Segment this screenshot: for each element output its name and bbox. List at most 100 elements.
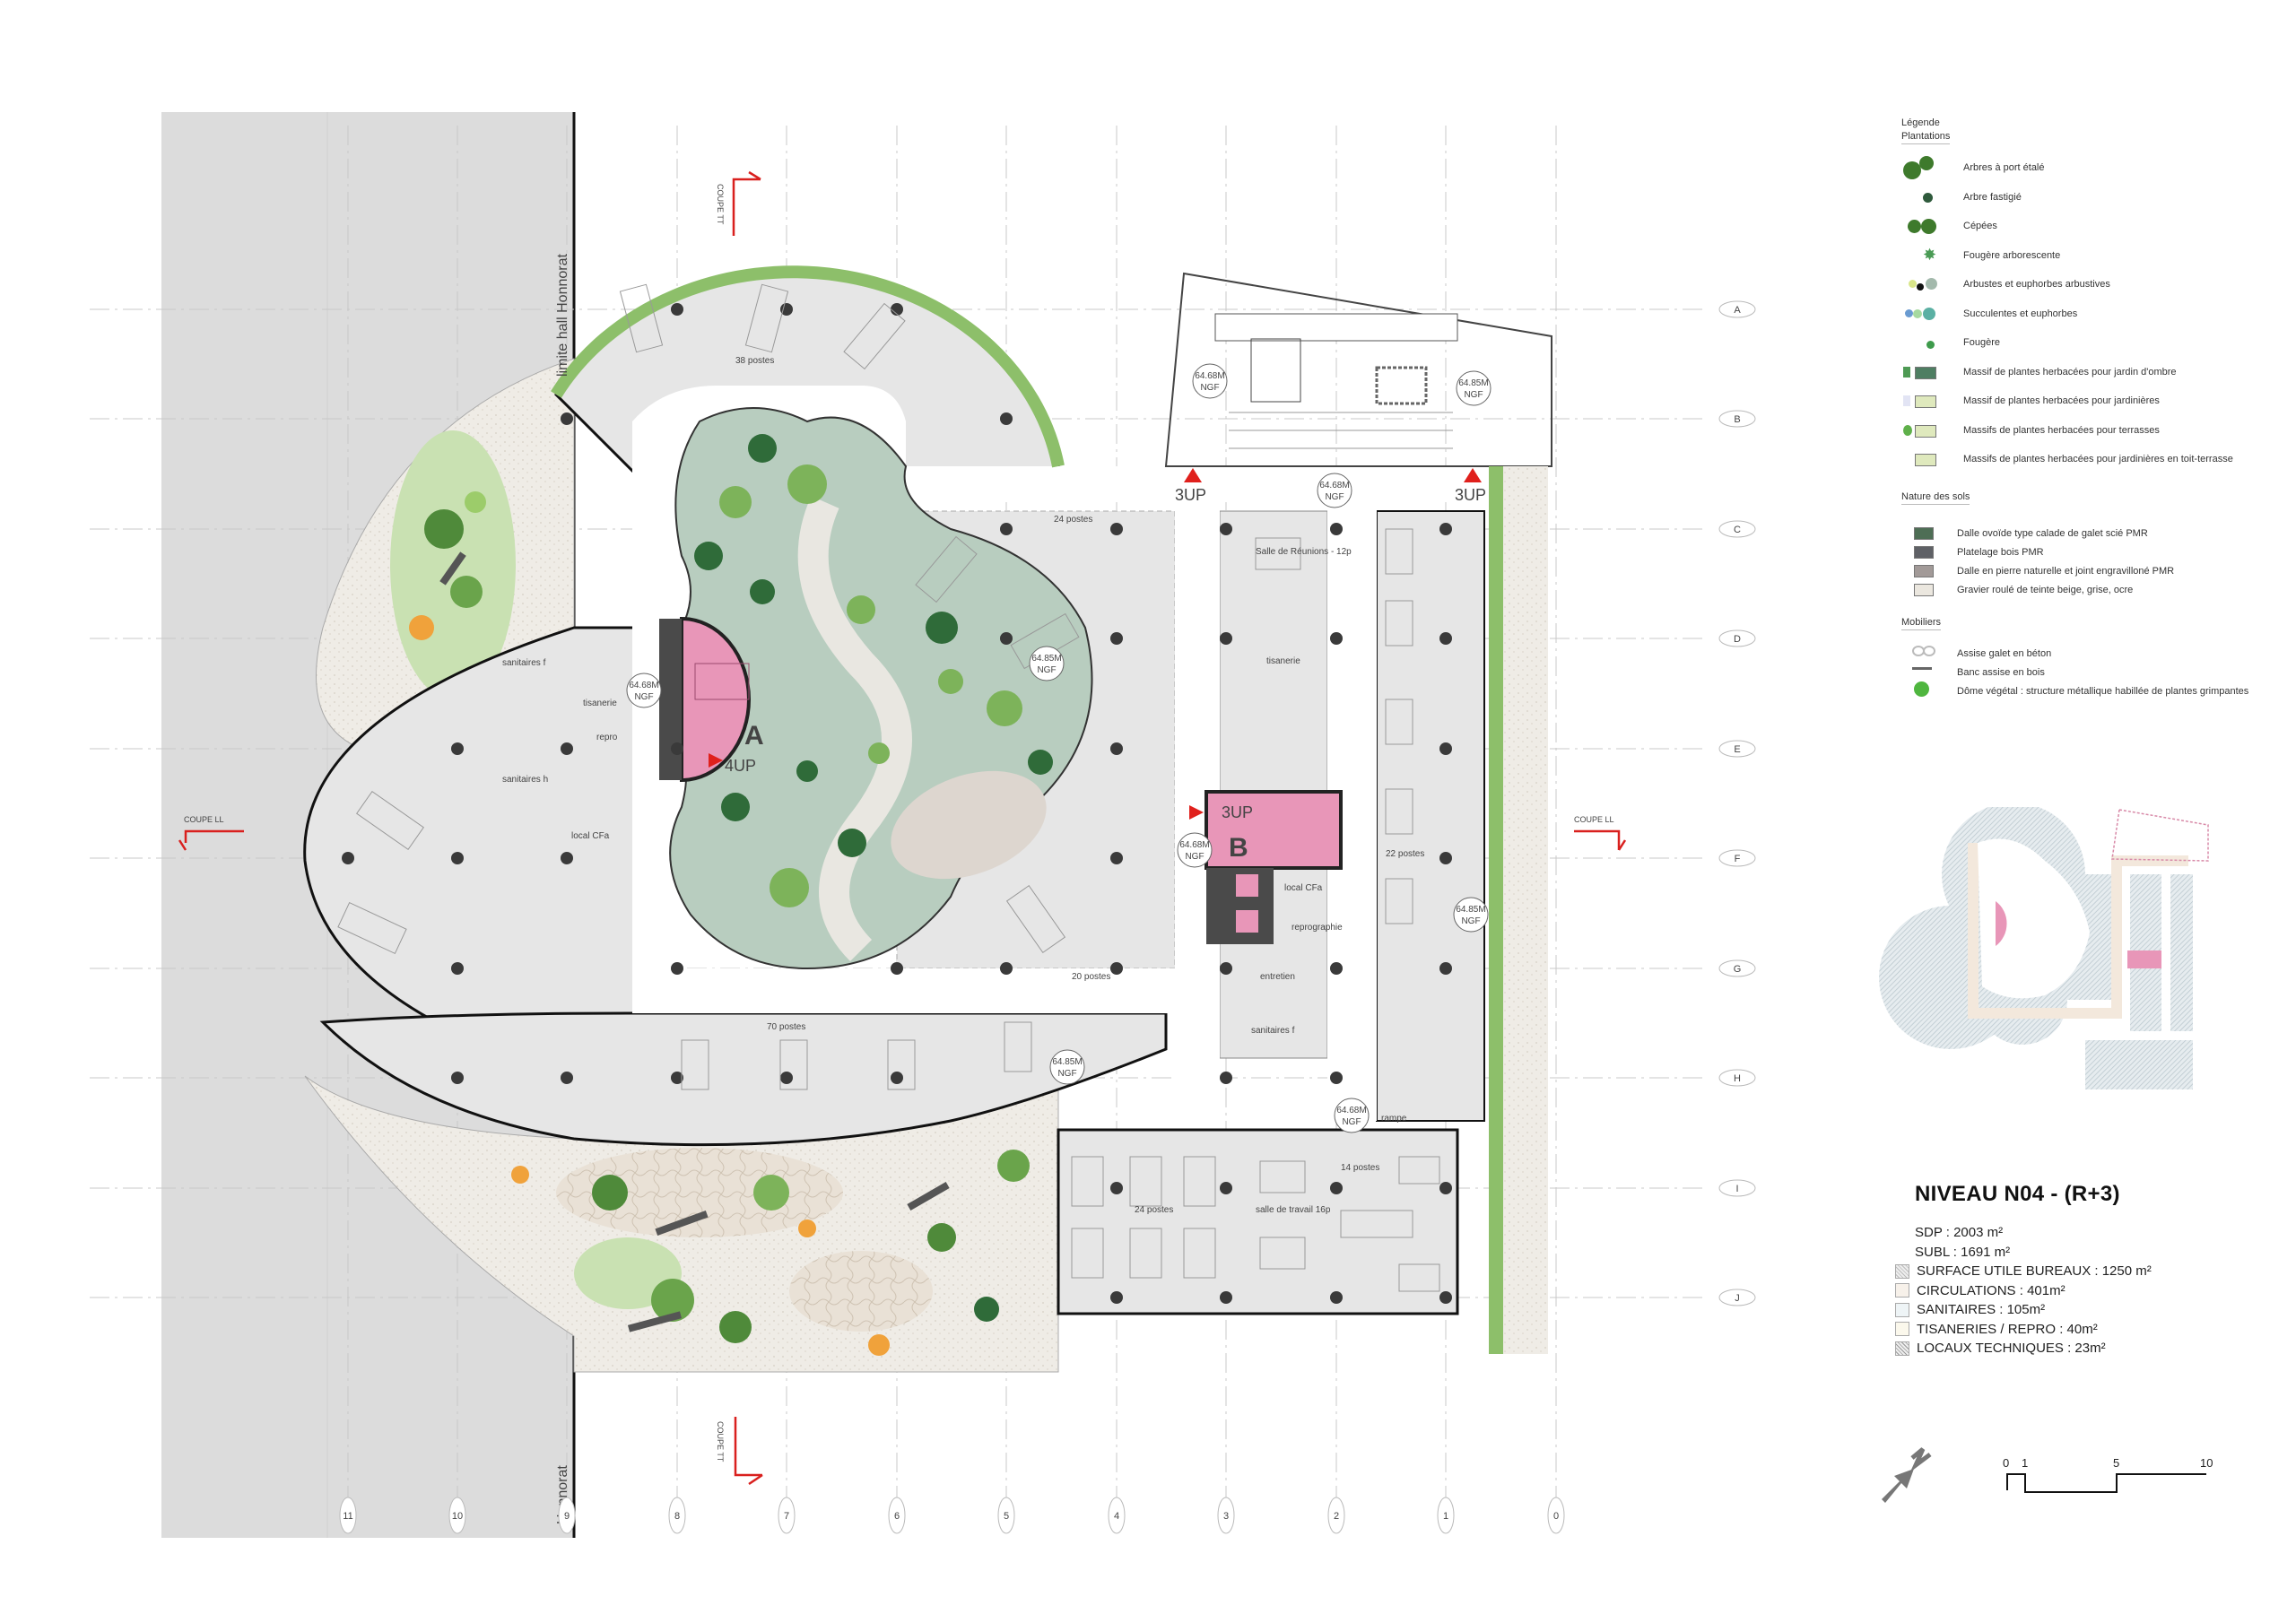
svg-text:0: 0 [1553, 1511, 1559, 1522]
legend-item: Arbre fastigié [1901, 183, 2296, 213]
shade-bed-icon [1903, 362, 1952, 382]
circulation-area-swatch [1895, 1283, 1909, 1298]
svg-text:D: D [1734, 634, 1741, 645]
grid-row-bubble: A [1718, 300, 1756, 318]
svg-text:64.68M: 64.68M [1195, 371, 1224, 381]
room-70-postes: 70 postes [767, 1022, 805, 1032]
area-row: CIRCULATIONS : 401m² [1895, 1281, 2292, 1301]
grid-col-bubble: 0 [1547, 1497, 1565, 1534]
svg-text:3UP: 3UP [1175, 486, 1206, 504]
svg-text:10: 10 [452, 1511, 463, 1522]
room-repro: repro [596, 733, 618, 742]
room-20-postes: 20 postes [1072, 972, 1110, 982]
svg-text:64.85M: 64.85M [1458, 378, 1488, 388]
area-row: LOCAUX TECHNIQUES : 23m² [1895, 1339, 2292, 1358]
svg-text:3UP: 3UP [1455, 486, 1486, 504]
svg-text:64.85M: 64.85M [1456, 905, 1485, 915]
level-tag-stair-a: 64.68M NGF [626, 673, 662, 708]
office-area-swatch [1895, 1263, 1909, 1279]
soils-section: Nature des sols Dalle ovoïde type calade… [1901, 490, 2296, 600]
green-dome-icon [1912, 681, 1932, 701]
svg-text:E: E [1734, 744, 1740, 755]
coupe-ll-right: COUPE LL [1574, 815, 1614, 824]
level-title: NIVEAU N04 - (R+3) [1915, 1182, 2120, 1206]
svg-text:6: 6 [894, 1511, 900, 1522]
grid-col-bubble: 5 [997, 1497, 1015, 1534]
fastigiate-tree-icon [1903, 187, 1952, 207]
svg-text:G: G [1734, 964, 1742, 975]
svg-text:3UP: 3UP [1222, 803, 1253, 821]
room-14-postes: 14 postes [1341, 1163, 1379, 1173]
up-marker-north-1: 3UP [1175, 468, 1206, 504]
kitchenette-area-swatch [1895, 1322, 1909, 1337]
svg-text:1: 1 [1443, 1511, 1448, 1522]
grid-col-bubble: 4 [1108, 1497, 1126, 1534]
level-tag: 64.85M NGF [1456, 370, 1492, 406]
legend-item: Massif de plantes herbacées pour jardini… [1901, 386, 2296, 416]
legend-mobiliers-title: Mobiliers [1901, 616, 1942, 630]
svg-text:NGF: NGF [1037, 665, 1056, 675]
room-salle-travail: salle de travail 16p [1256, 1205, 1331, 1215]
svg-text:3: 3 [1223, 1511, 1229, 1522]
svg-text:NGF: NGF [1342, 1117, 1361, 1127]
svg-text:I: I [1735, 1184, 1738, 1194]
room-salle-reunions: Salle de Réunions - 12p [1256, 547, 1352, 557]
street-label-top: limite hall Honnorat [555, 253, 570, 377]
legend-title: Légende [1901, 117, 1940, 128]
svg-text:5: 5 [1004, 1511, 1009, 1522]
legend-item: Assise galet en béton [1901, 645, 2296, 664]
svg-text:64.68M: 64.68M [1179, 840, 1209, 850]
grid-row-bubble: H [1718, 1069, 1756, 1087]
section-cut-markers [178, 170, 1627, 1486]
rampe-south: rampe [1381, 1114, 1407, 1124]
svg-text:4UP: 4UP [725, 757, 756, 775]
svg-text:NGF: NGF [634, 692, 653, 702]
legend-item: Gravier roulé de teinte beige, grise, oc… [1901, 581, 2296, 600]
room-sanitaires-f-west: sanitaires f [502, 658, 546, 668]
legend-item: Succulentes et euphorbes [1901, 299, 2296, 329]
north-arrow-icon [1882, 1447, 1932, 1503]
tree-fern-icon: ✸ [1923, 245, 1937, 264]
room-entretien: entretien [1260, 972, 1295, 982]
pebble-seat-icon [1912, 644, 1935, 664]
stair-core-b: B 3UP [1189, 790, 1343, 944]
svg-text:64.85M: 64.85M [1031, 654, 1061, 664]
svg-text:F: F [1735, 854, 1741, 864]
grid-row-bubble: I [1718, 1179, 1756, 1197]
coupe-tt-bottom: COUPE TT [716, 1421, 725, 1462]
legend-panel: Légende Plantations Arbres à port étalé … [1901, 117, 2296, 701]
area-row: TISANERIES / REPRO : 40m² [1895, 1320, 2292, 1340]
grid-row-bubble: D [1718, 629, 1756, 647]
shrub-icon [1903, 274, 1952, 294]
scale-tick: 0 [2003, 1456, 2010, 1470]
scale-tick: 10 [2200, 1456, 2213, 1470]
svg-text:64.68M: 64.68M [629, 681, 658, 690]
legend-item: Fougère [1901, 328, 2296, 358]
grid-row-bubble: E [1718, 740, 1756, 758]
svg-text:B: B [1229, 833, 1248, 863]
svg-text:11: 11 [343, 1511, 352, 1522]
svg-text:NGF: NGF [1464, 390, 1483, 400]
up-marker-north-2: 3UP [1455, 468, 1486, 504]
grid-col-bubble: 7 [778, 1497, 796, 1534]
central-patio [663, 407, 1093, 970]
coupe-ll-left: COUPE LL [184, 815, 224, 824]
legend-item: Platelage bois PMR [1901, 543, 2296, 562]
structural-columns [342, 303, 1452, 1304]
planter-bed-icon [1903, 391, 1952, 411]
multi-stem-tree-icon [1903, 216, 1952, 236]
sanitary-area-swatch [1895, 1302, 1909, 1317]
spreading-tree-icon [1903, 156, 1952, 180]
svg-text:J: J [1735, 1293, 1740, 1304]
succulent-icon [1903, 304, 1952, 324]
svg-text:8: 8 [674, 1511, 680, 1522]
scale-tick: 5 [2113, 1456, 2120, 1470]
legend-sols-title: Nature des sols [1901, 490, 1970, 505]
grid-col-bubble: 6 [888, 1497, 906, 1534]
svg-text:64.85M: 64.85M [1052, 1057, 1082, 1067]
wood-bench-icon [1912, 663, 1932, 682]
legend-item: ✸ Fougère arborescente [1901, 241, 2296, 271]
grid-row-bubble: G [1718, 959, 1756, 977]
